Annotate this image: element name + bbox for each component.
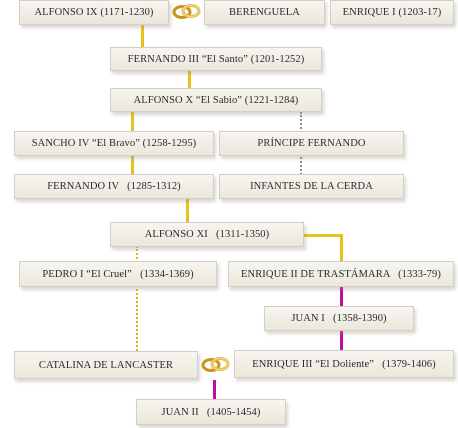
connector-enrique-iii-juan-ii xyxy=(213,380,216,400)
person-label: JUAN I (1358-1390) xyxy=(291,313,387,324)
connector-alfonso-x-sancho-iv xyxy=(131,112,134,133)
connector-sancho-iv-fernando-iv xyxy=(131,154,134,175)
person-label: FERNANDO III “El Santo” (1201-1252) xyxy=(127,53,305,65)
connector-fernando-iii-alfonso-x xyxy=(188,70,191,92)
person-label: SANCHO IV “El Bravo” (1258-1295) xyxy=(31,138,197,149)
connector-juan-i-enrique-iii xyxy=(340,330,343,351)
person-label: FERNANDO IV (1285-1312) xyxy=(47,181,181,192)
connector-enrique-ii-juan-i xyxy=(340,286,343,307)
wedding-rings-icon xyxy=(172,4,201,19)
person-catalina-de-lancaster: CATALINA DE LANCASTER xyxy=(14,351,198,379)
person-label: JUAN II (1405-1454) xyxy=(161,406,261,418)
connector-alfonso-xi-enrique-ii-h xyxy=(302,234,342,237)
person-berenguela: BERENGUELA xyxy=(204,0,325,25)
connector-alfonso-xi-enrique-ii-v xyxy=(340,234,343,262)
person-enrique-i: ENRIQUE I (1203-17) xyxy=(330,0,454,25)
person-label: INFANTES DE LA CERDA xyxy=(250,181,373,192)
connector-pedro-i-catalina xyxy=(136,285,138,351)
connector-alfonso-x-principe-fernando xyxy=(300,112,302,133)
person-pedro-i: PEDRO I “El Cruel” (1334-1369) xyxy=(19,261,217,287)
person-principe-fernando: PRÍNCIPE FERNANDO xyxy=(219,131,404,156)
person-label: ALFONSO XI (1311-1350) xyxy=(144,229,270,240)
person-label: PRÍNCIPE FERNANDO xyxy=(257,138,366,149)
person-label: PEDRO I “El Cruel” (1334-1369) xyxy=(42,268,194,280)
wedding-rings-icon xyxy=(201,357,230,372)
person-infantes-de-la-cerda: INFANTES DE LA CERDA xyxy=(219,174,404,199)
person-alfonso-ix: ALFONSO IX (1171-1230) xyxy=(19,0,169,25)
person-sancho-iv: SANCHO IV “El Bravo” (1258-1295) xyxy=(14,131,214,156)
person-alfonso-x: ALFONSO X “El Sabio” (1221-1284) xyxy=(110,88,322,112)
person-fernando-iv: FERNANDO IV (1285-1312) xyxy=(14,174,214,199)
connector-principe-fernando-infantes xyxy=(300,154,302,175)
person-juan-i: JUAN I (1358-1390) xyxy=(264,306,414,331)
person-alfonso-xi: ALFONSO XI (1311-1350) xyxy=(110,222,304,247)
person-label: ENRIQUE I (1203-17) xyxy=(342,7,442,18)
connector-alfonso-xi-pedro-i xyxy=(136,246,138,263)
connector-fernando-iv-alfonso-xi xyxy=(186,199,189,224)
person-fernando-iii: FERNANDO III “El Santo” (1201-1252) xyxy=(110,47,322,71)
person-enrique-ii: ENRIQUE II DE TRASTÁMARA (1333-79) xyxy=(228,261,454,287)
person-enrique-iii: ENRIQUE III “El Doliente” (1379-1406) xyxy=(234,350,454,378)
person-label: CATALINA DE LANCASTER xyxy=(38,359,174,371)
person-label: ENRIQUE III “El Doliente” (1379-1406) xyxy=(252,358,436,370)
person-label: ALFONSO IX (1171-1230) xyxy=(34,7,154,18)
person-label: ENRIQUE II DE TRASTÁMARA (1333-79) xyxy=(241,268,441,280)
connector-alfonso-ix-fernando-iii xyxy=(141,24,144,50)
person-label: BERENGUELA xyxy=(229,7,300,18)
person-juan-ii: JUAN II (1405-1454) xyxy=(136,399,286,425)
person-label: ALFONSO X “El Sabio” (1221-1284) xyxy=(133,94,299,106)
